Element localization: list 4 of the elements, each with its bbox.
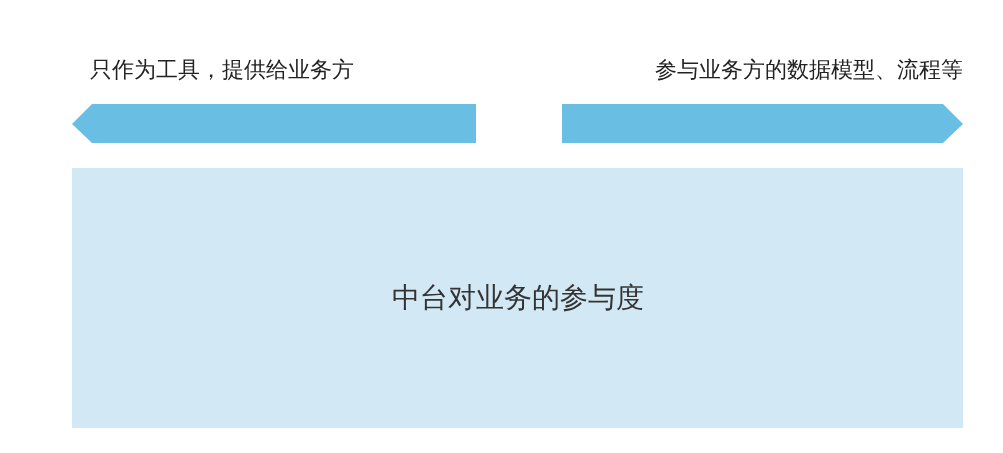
band-box <box>72 168 963 428</box>
label-text: 只作为工具，提供给业务方 <box>90 56 354 84</box>
band-title: 中台对业务的参与度 <box>391 280 644 316</box>
label-text: 参与业务方的数据模型、流程等 <box>655 56 963 84</box>
